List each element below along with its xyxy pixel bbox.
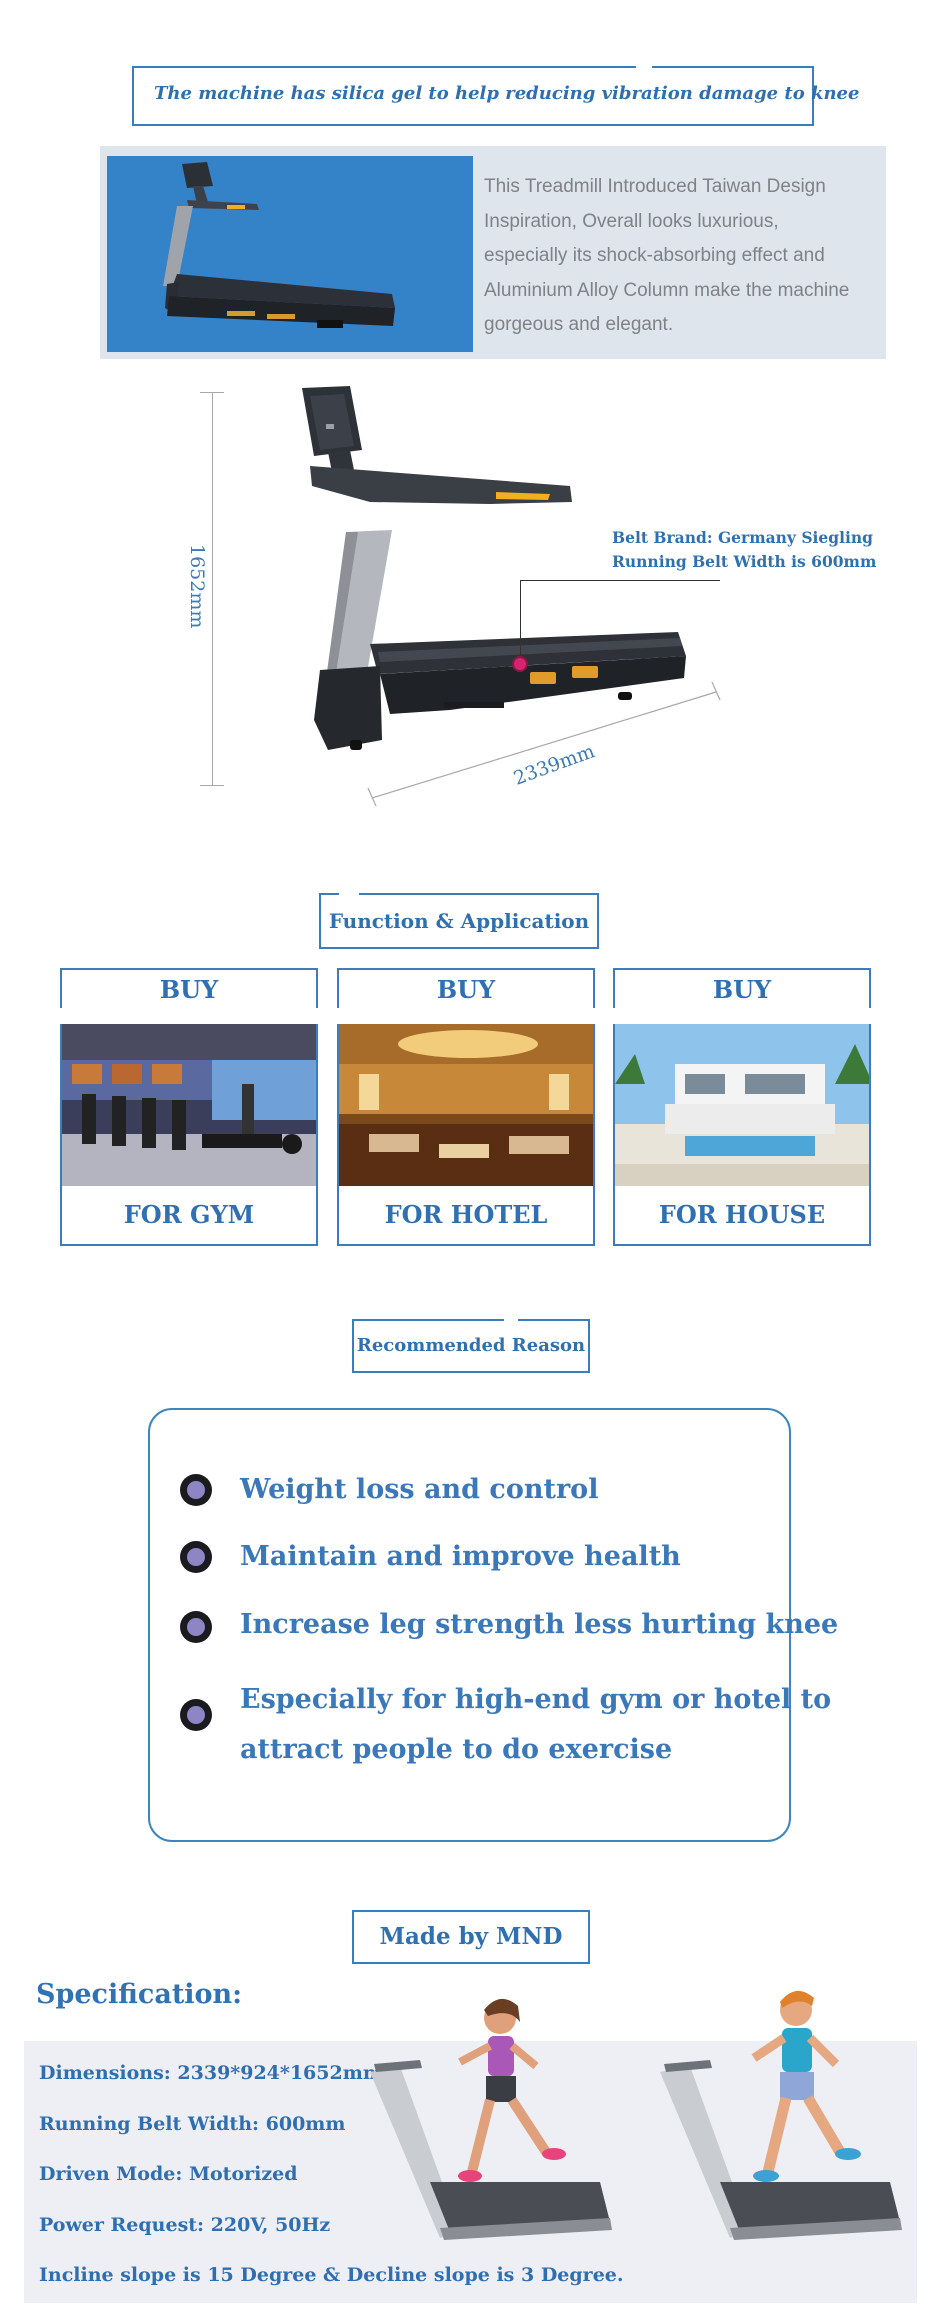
bullet-icon — [180, 1611, 212, 1643]
belt-brand-text: Belt Brand: Germany Siegling — [612, 528, 873, 547]
maker-title-box: Made by MND — [352, 1910, 590, 1964]
buy-button-hotel[interactable]: BUY — [337, 968, 595, 1008]
intro-description: This Treadmill Introduced Taiwan Design … — [484, 170, 884, 343]
treadmill-side-photo — [107, 156, 473, 352]
intro-line: Inspiration, Overall looks luxurious, — [484, 210, 779, 232]
hotel-label: FOR HOTEL — [337, 1186, 595, 1246]
height-dimension-label: 1652mm — [186, 544, 208, 629]
reason-section-title: Recommended Reason — [356, 1335, 586, 1356]
reason-panel: Weight loss and control Maintain and imp… — [148, 1408, 838, 1842]
bullet-icon — [180, 1541, 212, 1573]
reason-text: Increase leg strength less hurting knee — [240, 1609, 839, 1640]
bullet-icon — [180, 1699, 212, 1731]
reason-text: Weight loss and control — [240, 1474, 599, 1505]
reason-section-title-box: Recommended Reason — [352, 1319, 590, 1373]
buy-button-house[interactable]: BUY — [613, 968, 871, 1008]
belt-callout: Belt Brand: Germany Siegling Running Bel… — [612, 526, 876, 574]
spec-dimensions: Dimensions: 2339*924*1652mm — [39, 2062, 383, 2084]
intro-line: gorgeous and elegant. — [484, 314, 674, 335]
woman-running-illustration — [370, 1998, 612, 2240]
gym-label: FOR GYM — [60, 1186, 318, 1246]
house-photo — [613, 1024, 871, 1186]
house-label: FOR HOUSE — [613, 1186, 871, 1246]
buy-button-gym[interactable]: BUY — [60, 968, 318, 1008]
spec-incline: Incline slope is 15 Degree & Decline slo… — [39, 2264, 624, 2286]
gym-photo — [60, 1024, 318, 1186]
spec-power: Power Request: 220V, 50Hz — [39, 2214, 331, 2236]
belt-width-text: Running Belt Width is 600mm — [612, 552, 877, 571]
bullet-icon — [180, 1474, 212, 1506]
intro-line: This Treadmill Introduced Taiwan Design — [484, 176, 826, 197]
height-dimension-cap-top — [200, 392, 224, 393]
callout-leader-horizontal — [520, 580, 720, 581]
callout-marker-dot — [512, 656, 528, 672]
banner-text: The machine has silica gel to help reduc… — [154, 83, 860, 104]
height-dimension-cap-bottom — [200, 785, 224, 786]
reason-text-continued: attract people to do exercise — [240, 1734, 673, 1765]
maker-title: Made by MND — [379, 1923, 563, 1950]
specification-title: Specification: — [36, 1979, 243, 2010]
function-section-title: Function & Application — [328, 909, 590, 933]
spec-drive-mode: Driven Mode: Motorized — [39, 2163, 298, 2185]
height-dimension-line — [212, 392, 213, 785]
top-banner: The machine has silica gel to help reduc… — [132, 66, 859, 126]
man-running-illustration — [660, 1990, 902, 2240]
intro-line: especially its shock-absorbing effect an… — [484, 245, 825, 266]
hotel-photo — [337, 1024, 595, 1186]
reason-text: Maintain and improve health — [240, 1541, 681, 1572]
spec-belt-width: Running Belt Width: 600mm — [39, 2113, 346, 2135]
intro-line: Aluminium Alloy Column make the machine — [484, 279, 850, 301]
function-section-title-box: Function & Application — [319, 893, 599, 949]
reason-text: Especially for high-end gym or hotel to — [240, 1684, 832, 1715]
treadmill-dimension-illustration — [302, 386, 721, 807]
callout-leader-vertical — [520, 580, 521, 662]
